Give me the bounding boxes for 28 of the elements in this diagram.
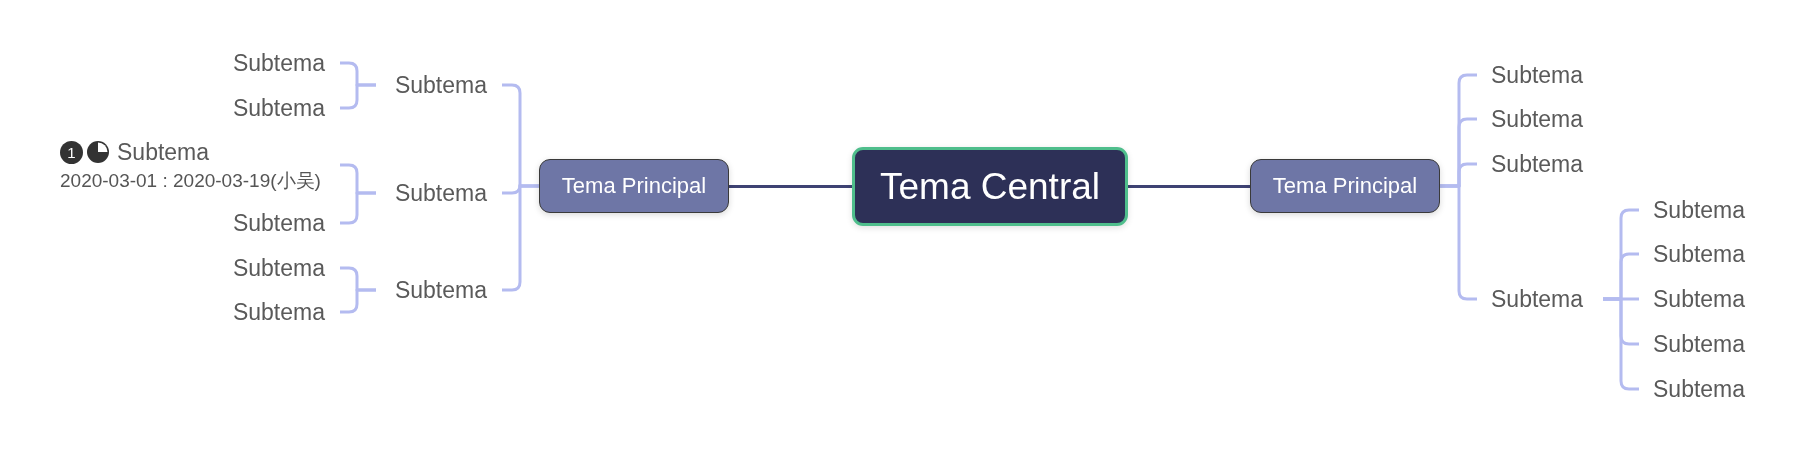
priority-badge: 1 (60, 140, 83, 164)
connector-line (340, 83, 376, 110)
subtopic-text: Subtema (117, 138, 210, 166)
subtopic-text: Subtema (232, 49, 325, 77)
subtopic-text: Subtema (394, 71, 487, 99)
subtopic-text: Subtema (1653, 330, 1746, 358)
subtopic-text: Subtema (1491, 150, 1584, 178)
main-topic-node: Tema Principal (1250, 159, 1440, 213)
subtopic-text: Subtema (1653, 375, 1746, 403)
subtopic-text: Subtema (232, 94, 325, 122)
subtopic-text: Subtema (1653, 285, 1746, 313)
subtopic-text: Subtema (1653, 240, 1746, 268)
connector-line (729, 185, 852, 188)
main-topic-node: Tema Principal (539, 159, 729, 213)
subtopic-text: Subtema (232, 254, 325, 282)
subtopic-text: Subtema (1491, 105, 1584, 133)
subtopic-text: Subtema (232, 298, 325, 326)
subtopic-text: Subtema (1653, 196, 1746, 224)
connector-line (340, 288, 376, 314)
date-range-text: 2020-03-01 : 2020-03-19(小吴) (60, 169, 321, 193)
subtopic-text: Subtema (394, 276, 487, 304)
subtopic-text: Subtema (232, 209, 325, 237)
connector-line (340, 191, 376, 225)
subtopic-text: Subtema (1491, 61, 1584, 89)
subtopic-text: Subtema (1491, 285, 1584, 313)
central-topic-node: Tema Central (852, 147, 1128, 226)
subtopic-text: Subtema (394, 179, 487, 207)
connector-line (1128, 185, 1250, 188)
